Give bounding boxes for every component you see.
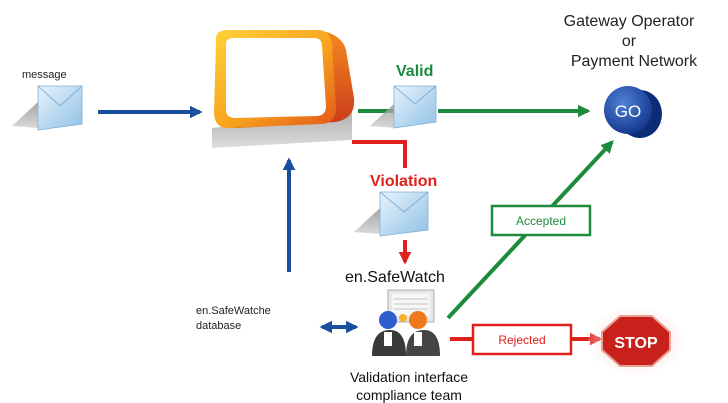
stop-text: STOP	[614, 335, 658, 352]
stop-sign-icon: STOP	[588, 307, 684, 375]
filter-to-violation-line	[352, 140, 407, 168]
gateway-label-line1: Gateway Operator	[564, 13, 695, 30]
violation-envelope-icon	[354, 191, 429, 237]
violation-label: Violation	[370, 173, 437, 190]
valid-envelope-icon	[370, 85, 437, 129]
rejected-label: Rejected	[498, 333, 545, 347]
database-label-line1: en.SafeWatche	[196, 305, 271, 317]
gateway-label-line2: or	[622, 33, 637, 50]
message-envelope-icon	[12, 85, 83, 131]
team-label-line1: Validation interface	[350, 369, 468, 385]
message-label: message	[22, 69, 67, 81]
team-label-line2: compliance team	[356, 387, 462, 403]
filter-monitor-icon	[212, 30, 355, 148]
engine-label: en.SafeWatch	[345, 269, 445, 286]
go-text: GO	[615, 102, 641, 121]
go-circle-icon: GO	[604, 86, 662, 138]
compliance-team-icon	[372, 289, 440, 356]
accepted-label: Accepted	[516, 214, 566, 228]
database-label-line2: database	[196, 320, 241, 332]
rejected-box	[471, 323, 573, 356]
accepted-box	[490, 204, 592, 237]
valid-label: Valid	[396, 63, 433, 80]
gateway-label-line3: Payment Network	[571, 53, 698, 70]
